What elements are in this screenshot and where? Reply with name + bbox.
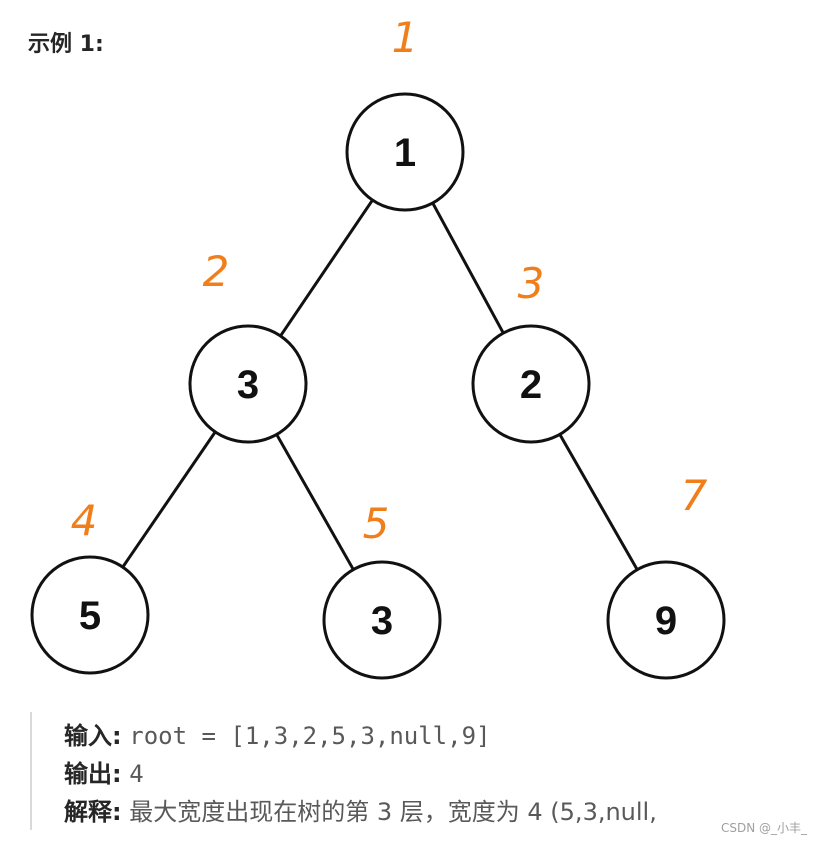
tree-node-n3a [188,324,308,444]
level-annotation-n1: 1 [392,13,419,62]
input-label: 输入: [64,722,122,750]
tree-node-n2 [471,324,591,444]
explain-line: 解释: 最大宽度出现在树的第 3 层，宽度为 4 (5,3,null, [64,792,657,827]
tree-node-value-n2: 2 [520,363,542,407]
explain-label: 解释: [64,798,122,826]
tree-node-n5 [30,555,150,675]
output-value: 4 [129,760,144,788]
tree-node-n3b [322,560,442,680]
example-heading: 示例 1: [28,32,104,57]
level-annotation-n3a: 2 [203,247,230,296]
level-annotation-n5: 4 [71,496,98,545]
tree-node-n9 [606,560,726,680]
input-value: root = [1,3,2,5,3,null,9] [129,722,491,750]
tree-edge-n1-n3a [279,199,374,337]
tree-node-value-n1: 1 [394,131,416,175]
explain-text: 最大宽度出现在树的第 3 层，宽度为 4 (5,3,null, [129,798,657,826]
tree-node-n1 [345,92,465,212]
tree-node-value-n9: 9 [655,599,677,643]
watermark: CSDN @_小丰_ [718,819,809,836]
tree-edge-n1-n2 [431,202,505,334]
tree-node-value-n5: 5 [79,594,101,638]
tree-nodes: 1 3 2 5 3 9 [30,92,726,680]
output-label: 输出: [64,760,122,788]
tree-edge-n3a-n5 [121,431,217,568]
level-annotation-n3b: 5 [363,499,390,548]
tree-node-value-n3a: 3 [237,363,259,407]
tree-annotations: 1 2 3 4 5 7 [71,13,708,548]
tree-node-value-n3b: 3 [371,599,393,643]
level-annotation-n2: 3 [518,259,545,308]
tree-edges [121,199,639,571]
tree-edge-n2-n9 [558,433,639,571]
example-block: 输入: root = [1,3,2,5,3,null,9] 输出: 4 解释: … [30,712,815,830]
level-annotation-n9: 7 [681,471,708,520]
tree-edge-n3a-n3b [275,433,355,571]
output-line: 输出: 4 [64,754,144,789]
input-line: 输入: root = [1,3,2,5,3,null,9] [64,716,490,751]
